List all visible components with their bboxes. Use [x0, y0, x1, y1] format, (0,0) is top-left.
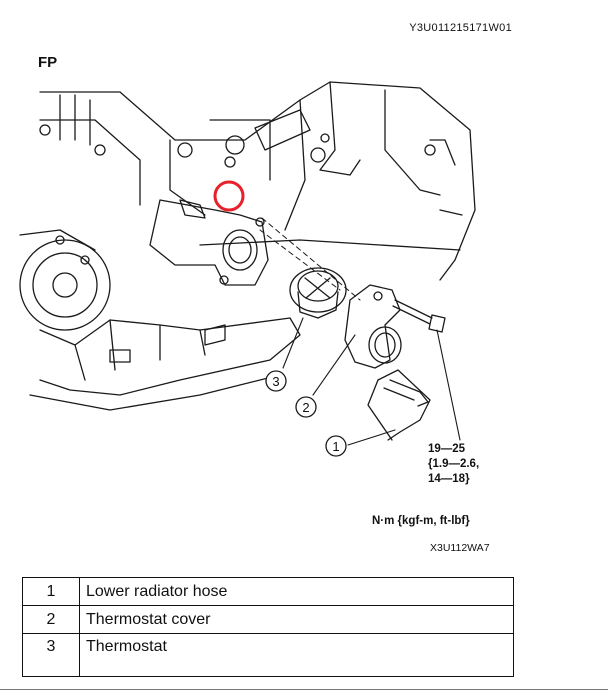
figure-code: X3U112WA7	[430, 542, 490, 554]
torque-line-3: 14—18}	[428, 473, 470, 485]
bolt-part	[392, 299, 446, 333]
torque-line-1: 19—25	[428, 443, 466, 455]
table-row: 2 Thermostat cover	[22, 605, 514, 634]
thermostat-exploded-diagram: 3 2 1	[19, 81, 476, 457]
radiator-hose-part	[367, 369, 431, 441]
part-number: 1	[22, 577, 80, 606]
torque-unit: N·m {kgf-m, ft-lbf}	[372, 515, 470, 527]
bottom-divider	[0, 689, 608, 690]
svg-text:2: 2	[302, 400, 309, 415]
part-label: Thermostat	[79, 633, 514, 677]
svg-text:3: 3	[272, 374, 279, 389]
part-label: Thermostat cover	[79, 605, 514, 634]
callout-3: 3	[265, 370, 287, 392]
engine-block	[39, 81, 476, 281]
thermostat-housing	[149, 199, 269, 286]
highlight-circle	[213, 180, 245, 212]
callout-2: 2	[295, 396, 317, 418]
torque-line-2: {1.9—2.6,	[428, 458, 480, 470]
leader-lines	[282, 317, 461, 446]
engine-variant-label: FP	[38, 54, 58, 71]
thermostat-cover-part	[344, 284, 402, 369]
torque-spec: 19—25 {1.9—2.6, 14—18}	[428, 442, 479, 487]
alignment-lines	[259, 217, 361, 301]
doc-code: Y3U011215171W01	[409, 22, 512, 34]
svg-text:1: 1	[332, 439, 339, 454]
oil-pan	[29, 317, 301, 411]
parts-legend-table: 1 Lower radiator hose 2 Thermostat cover…	[22, 577, 514, 677]
part-number: 2	[22, 605, 80, 634]
table-row: 1 Lower radiator hose	[22, 577, 514, 606]
crank-pulley	[19, 229, 111, 331]
part-number: 3	[22, 633, 80, 677]
table-row: 3 Thermostat	[22, 633, 514, 677]
part-label: Lower radiator hose	[79, 577, 514, 606]
thermostat-part	[289, 267, 347, 319]
callout-1: 1	[325, 435, 347, 457]
